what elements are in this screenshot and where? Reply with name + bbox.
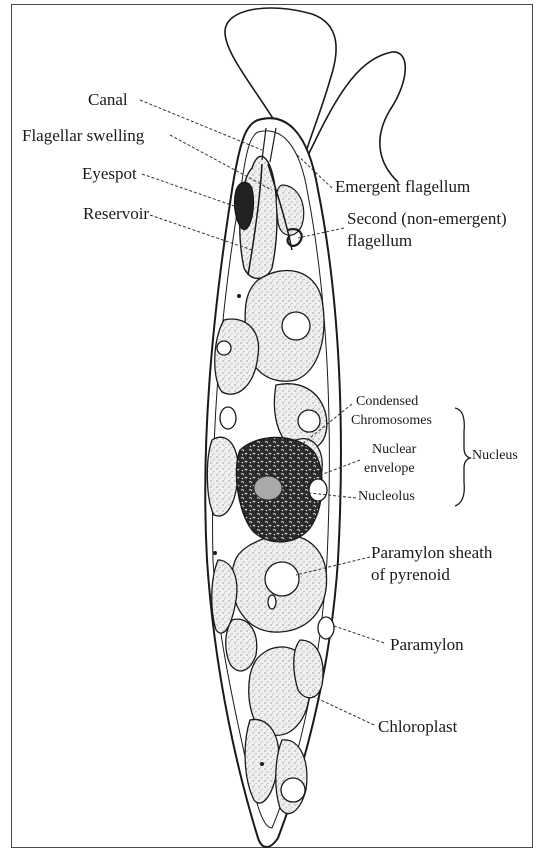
label-nucleolus: Nucleolus — [358, 489, 415, 504]
label-condensed-2: Chromosomes — [351, 413, 432, 428]
label-paramylon-sheath-1: Paramylon sheath — [371, 544, 492, 563]
nucleus-brace — [455, 408, 470, 506]
label-nuclear-2: envelope — [364, 461, 415, 476]
pyrenoid-sheath — [265, 562, 299, 596]
label-paramylon: Paramylon — [390, 636, 464, 655]
label-second-flagellum-2: flagellum — [347, 232, 412, 251]
label-canal: Canal — [88, 91, 128, 110]
paramylon — [318, 617, 334, 639]
label-eyespot: Eyespot — [82, 165, 137, 184]
label-chloroplast: Chloroplast — [378, 718, 457, 737]
nucleolus — [254, 476, 282, 500]
label-condensed-1: Condensed — [356, 394, 418, 409]
label-flagellar-swelling: Flagellar swelling — [22, 127, 144, 146]
label-nuclear-1: Nuclear — [372, 442, 416, 457]
label-nucleus: Nucleus — [472, 448, 518, 463]
label-paramylon-sheath-2: of pyrenoid — [371, 566, 450, 585]
label-reservoir: Reservoir — [83, 205, 149, 224]
label-second-flagellum-1: Second (non-emergent) — [347, 210, 507, 229]
label-emergent-flagellum: Emergent flagellum — [335, 178, 470, 197]
